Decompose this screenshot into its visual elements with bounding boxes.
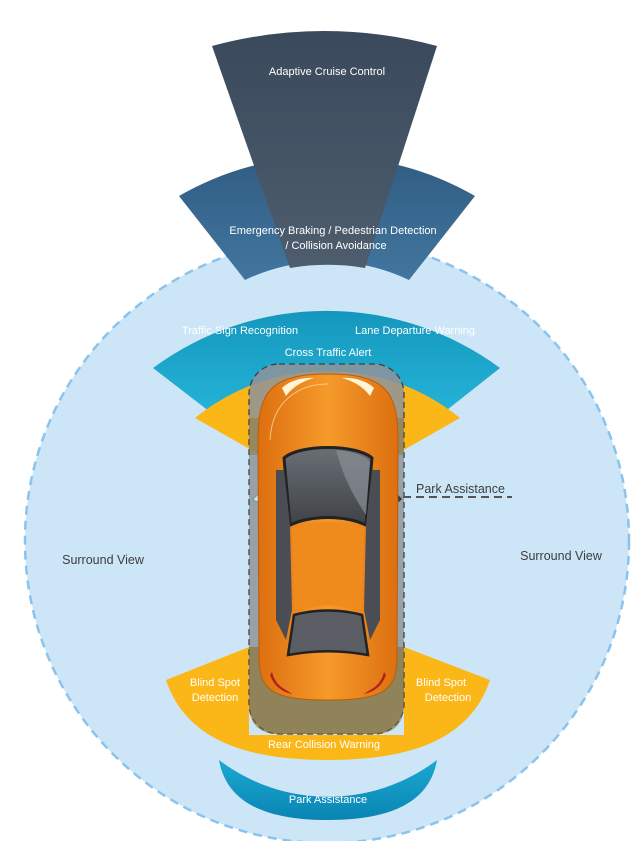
park-assist-rear-label: Park Assistance [289,794,367,806]
car [252,373,402,701]
rear-sensor-zone [166,647,490,760]
surround-view-right-label: Surround View [520,549,603,563]
blind-spot-right-label-line1: Blind Spot [416,677,466,689]
rear-collision-label: Rear Collision Warning [268,739,380,751]
blind-spot-left-label-line2: Detection [192,692,238,704]
adaptive-cruise-label: Adaptive Cruise Control [269,66,385,78]
emergency-braking-label-line2: / Collision Avoidance [285,240,386,252]
emergency-braking-label-line1: Emergency Braking / Pedestrian Detection [229,225,436,237]
adaptive-cruise-zone [212,31,437,269]
blind-spot-right-label-line2: Detection [425,692,471,704]
traffic-sign-label: Traffic Sign Recognition [182,325,298,337]
rear-window [286,609,370,657]
blind-spot-left-label-line1: Blind Spot [190,677,240,689]
car-roof [292,522,364,610]
surround-view-left-label: Surround View [62,553,145,567]
rear-park-assist-zone [219,760,437,820]
park-assist-side-label: Park Assistance [416,482,505,496]
lane-departure-label: Lane Departure Warning [355,325,475,337]
cross-traffic-label: Cross Traffic Alert [285,347,372,359]
